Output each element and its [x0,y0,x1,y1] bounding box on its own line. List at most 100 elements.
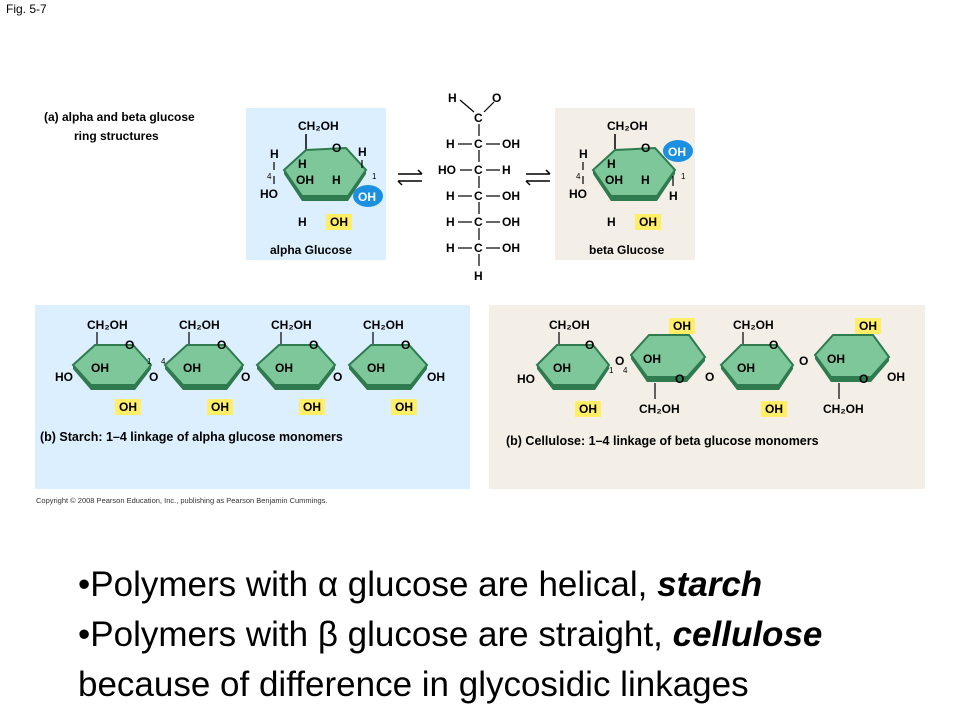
svg-text:CH₂OH: CH₂OH [823,402,864,416]
svg-text:HO: HO [517,372,535,386]
svg-text:C: C [474,189,483,203]
svg-text:H: H [446,137,455,151]
c6-label: CH₂OH [298,119,339,133]
svg-text:4: 4 [623,366,628,375]
svg-text:OH: OH [211,400,229,414]
svg-text:1: 1 [681,172,686,181]
svg-text:OH: OH [579,402,597,416]
svg-text:C: C [474,215,483,229]
svg-text:H: H [270,147,279,161]
starch-ring-2: CH₂OH O OH OH [163,318,245,415]
svg-text:H: H [448,91,457,105]
svg-text:OH: OH [395,400,413,414]
bullet-starch: •Polymers with α glucose are helical, st… [78,565,763,604]
svg-text:CH₂OH: CH₂OH [549,318,590,332]
cellulose-caption: (b) Cellulose: 1–4 linkage of beta gluco… [506,434,819,448]
cellulose-ring-2: OH OH O CH₂OH [629,318,707,416]
svg-text:C: C [474,137,483,151]
starch-panel [35,305,470,489]
starch-structure: CH₂OH O OH HO OH 1 O 4 CH₂OH O OH OH O C… [55,318,445,415]
svg-text:O: O [769,338,778,352]
svg-text:O: O [615,354,624,368]
svg-text:4: 4 [161,357,166,366]
svg-text:O: O [675,372,684,386]
svg-text:O: O [492,91,501,105]
beta-glucose-structure: CH₂OH O H 4 HO H OH H OH 1 H H OH beta G… [569,119,693,257]
starch-ring-1: CH₂OH O OH HO OH [55,318,153,415]
svg-text:1: 1 [609,366,614,375]
svg-text:H: H [502,163,511,177]
svg-text:1: 1 [372,172,377,181]
copyright-notice: Copyright © 2008 Pearson Education, Inc.… [36,496,328,505]
starch-ring-3: CH₂OH O OH OH [255,318,337,415]
cellulose-ring-4: OH OH O OH CH₂OH [813,318,905,416]
svg-text:OH: OH [887,370,905,384]
alpha-symbol: α [317,565,339,604]
svg-text:OH: OH [605,173,623,187]
svg-text:H: H [446,241,455,255]
svg-text:HO: HO [569,187,587,201]
svg-text:OH: OH [119,400,137,414]
svg-text:H: H [298,157,307,171]
svg-text:O: O [799,354,808,368]
alpha-glucose-label: alpha Glucose [270,243,352,257]
caption-a-line2: ring structures [74,129,159,143]
svg-text:OH: OH [765,402,783,416]
svg-text:OH: OH [639,215,657,229]
svg-text:H: H [332,173,341,187]
svg-text:OH: OH [502,189,520,203]
svg-text:CH₂OH: CH₂OH [733,318,774,332]
svg-text:O: O [333,370,342,384]
cellulose-structure: CH₂OH O OH HO OH 1 O 4 OH OH O CH₂OH O C… [517,318,905,417]
svg-text:O: O [125,338,134,352]
svg-text:O: O [241,370,250,384]
svg-text:H: H [579,147,588,161]
svg-text:CH₂OH: CH₂OH [179,318,220,332]
equilibrium-arrow-left [397,169,423,186]
cellulose-ring-3: CH₂OH O OH OH [719,318,795,417]
svg-text:4: 4 [576,172,581,181]
svg-text:HO: HO [55,370,73,384]
svg-text:H: H [607,157,616,171]
svg-text:H: H [446,215,455,229]
svg-text:OH: OH [367,361,385,375]
svg-text:O: O [401,338,410,352]
beta-symbol: β [317,615,338,654]
svg-text:OH: OH [502,241,520,255]
svg-text:OH: OH [183,361,201,375]
bullet-linkage-note: because of difference in glycosidic link… [78,665,749,704]
figure-label: Fig. 5-7 [6,2,47,16]
svg-text:HO: HO [260,187,278,201]
svg-text:CH₂OH: CH₂OH [87,318,128,332]
svg-text:C: C [474,111,483,125]
starch-caption: (b) Starch: 1–4 linkage of alpha glucose… [40,430,343,444]
alpha-glucose-structure: CH₂OH O H 4 HO H OH H H 1 OH H OH alpha … [260,119,383,257]
svg-text:H: H [446,189,455,203]
alpha-oh-highlight [353,185,383,207]
svg-text:H: H [474,269,483,283]
svg-text:CH₂OH: CH₂OH [363,318,404,332]
svg-text:C: C [474,163,483,177]
svg-text:OH: OH [553,361,571,375]
svg-text:O: O [641,141,650,155]
svg-text:1: 1 [147,357,152,366]
svg-text:OH: OH [502,215,520,229]
svg-text:OH: OH [827,352,845,366]
svg-text:O: O [705,370,714,384]
equilibrium-arrow-right [525,169,551,186]
svg-text:H: H [641,173,650,187]
caption-a-line1: (a) alpha and beta glucose [44,110,195,124]
beta-oh-highlight [663,140,693,162]
beta-glucose-label: beta Glucose [589,243,665,257]
svg-text:H: H [358,145,367,159]
svg-text:OH: OH [502,137,520,151]
svg-text:C: C [474,241,483,255]
svg-text:CH₂OH: CH₂OH [271,318,312,332]
svg-text:OH: OH [330,215,348,229]
svg-text:OH: OH [427,370,445,384]
svg-text:CH₂OH: CH₂OH [607,119,648,133]
cellulose-ring-1: CH₂OH O OH HO OH [517,318,611,417]
svg-text:H: H [607,215,616,229]
svg-text:OH: OH [737,361,755,375]
ring-oxygen: O [332,141,341,155]
